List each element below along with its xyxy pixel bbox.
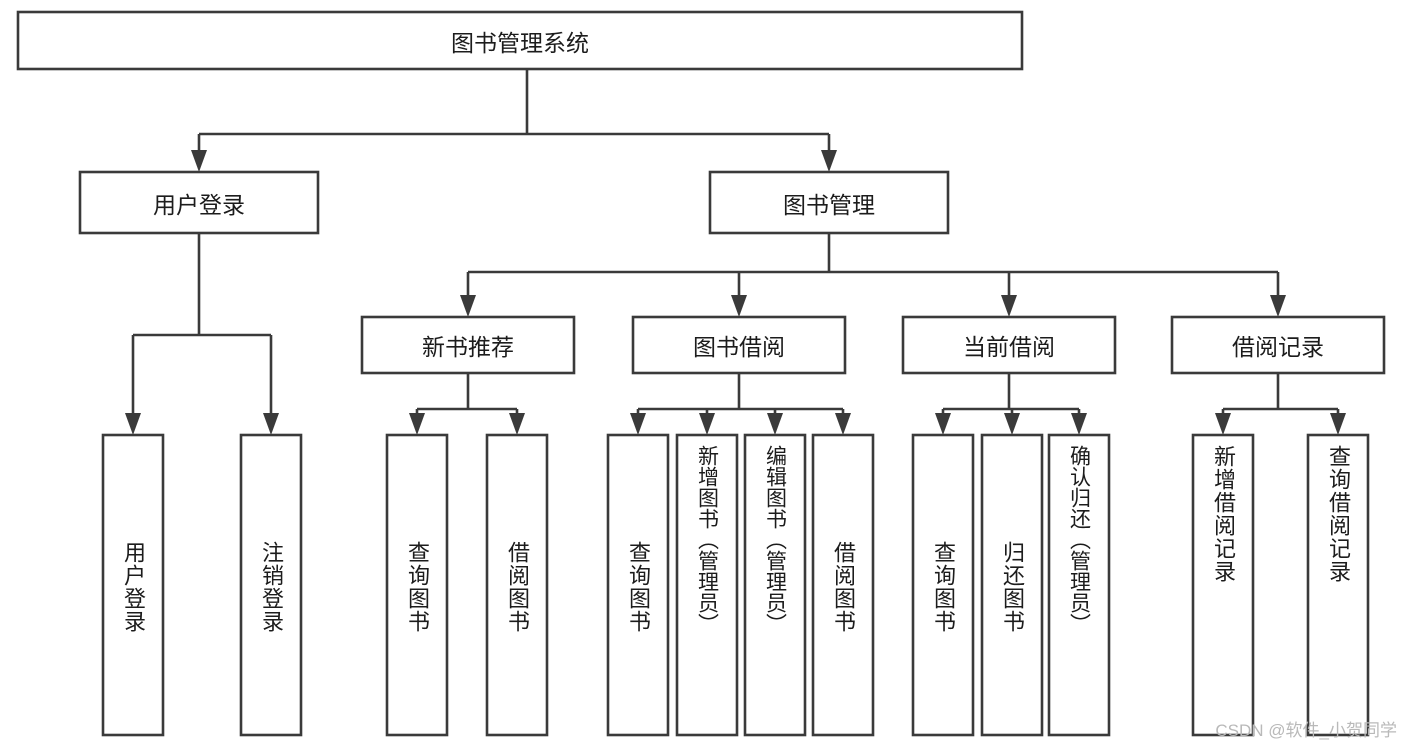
node-box-leaf-borrow-book-recommend[interactable] xyxy=(485,433,549,737)
arrow-head-icon xyxy=(191,150,207,172)
node-box-leaf-edit-book-admin[interactable] xyxy=(743,433,807,737)
node-box-user-login[interactable] xyxy=(78,170,320,235)
arrow-head-icon xyxy=(1330,413,1346,435)
node-box-leaf-return-book[interactable] xyxy=(980,433,1044,737)
node-box-book-borrow[interactable] xyxy=(631,315,847,375)
node-box-leaf-query-borrow-record[interactable] xyxy=(1306,433,1370,737)
arrow-head-icon xyxy=(731,295,747,317)
edges-layer xyxy=(125,69,1346,435)
arrow-head-icon xyxy=(509,413,525,435)
arrow-head-icon xyxy=(263,413,279,435)
arrow-head-icon xyxy=(699,413,715,435)
node-box-leaf-query-book-current[interactable] xyxy=(911,433,975,737)
node-box-book-manage[interactable] xyxy=(708,170,950,235)
node-box-new-book-recommend[interactable] xyxy=(360,315,576,375)
arrow-head-icon xyxy=(1004,413,1020,435)
arrow-head-icon xyxy=(460,295,476,317)
arrow-head-icon xyxy=(125,413,141,435)
arrow-head-icon xyxy=(935,413,951,435)
arrow-head-icon xyxy=(1215,413,1231,435)
node-box-current-borrow[interactable] xyxy=(901,315,1117,375)
arrow-head-icon xyxy=(767,413,783,435)
node-box-leaf-add-book-admin[interactable] xyxy=(675,433,739,737)
arrow-head-icon xyxy=(409,413,425,435)
arrow-head-icon xyxy=(821,150,837,172)
node-box-leaf-logout[interactable] xyxy=(239,433,303,737)
node-box-leaf-query-book-borrow[interactable] xyxy=(606,433,670,737)
node-box-leaf-add-borrow-record[interactable] xyxy=(1191,433,1255,737)
node-box-borrow-record[interactable] xyxy=(1170,315,1386,375)
node-box-root[interactable] xyxy=(16,10,1024,71)
boxes-layer xyxy=(16,10,1386,737)
node-box-leaf-query-book-recommend[interactable] xyxy=(385,433,449,737)
arrow-head-icon xyxy=(630,413,646,435)
arrow-head-icon xyxy=(1270,295,1286,317)
arrow-head-icon xyxy=(835,413,851,435)
arrow-head-icon xyxy=(1071,413,1087,435)
node-box-leaf-borrow-book[interactable] xyxy=(811,433,875,737)
csdn-watermark: CSDN @软件_小贺同学 xyxy=(1215,721,1397,740)
arrow-head-icon xyxy=(1001,295,1017,317)
node-box-leaf-user-login[interactable] xyxy=(101,433,165,737)
node-box-leaf-confirm-return-admin[interactable] xyxy=(1047,433,1111,737)
